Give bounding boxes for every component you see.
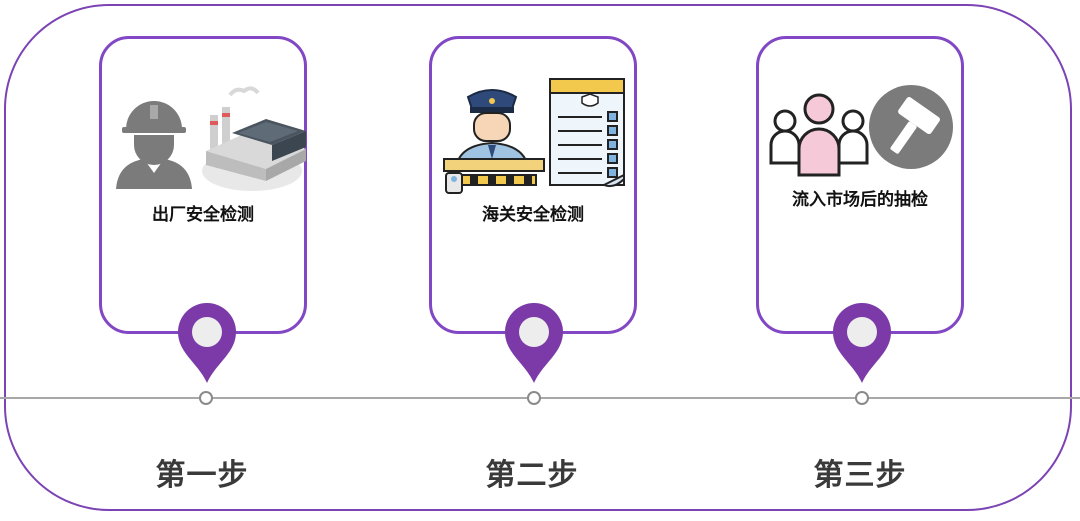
outer-frame bbox=[4, 4, 1072, 511]
card-step-3: 流入市场后的抽检 bbox=[756, 36, 964, 334]
card-label: 出厂安全检测 bbox=[152, 205, 254, 225]
location-pin-icon bbox=[178, 303, 236, 383]
step-label: 第三步 bbox=[813, 458, 907, 493]
location-pin-icon bbox=[505, 303, 563, 383]
step-label: 第二步 bbox=[485, 458, 579, 493]
card-3-icons bbox=[759, 67, 961, 197]
factory-icon bbox=[202, 86, 306, 191]
worker-icon bbox=[116, 101, 192, 189]
card-label: 海关安全检测 bbox=[482, 205, 584, 225]
people-icon bbox=[769, 93, 869, 177]
location-pin-icon bbox=[833, 303, 891, 383]
checklist-icon bbox=[549, 78, 625, 188]
gavel-icon bbox=[869, 85, 953, 169]
card-step-2: 海关安全检测 bbox=[429, 36, 637, 334]
timeline-dot bbox=[527, 391, 541, 405]
card-1-icons bbox=[102, 67, 306, 197]
step-label: 第一步 bbox=[155, 458, 249, 493]
card-2-icons bbox=[432, 67, 634, 197]
customs-officer-icon bbox=[443, 89, 545, 194]
card-step-1: 出厂安全检测 bbox=[99, 36, 307, 334]
timeline-dot bbox=[199, 391, 213, 405]
timeline-dot bbox=[855, 391, 869, 405]
card-label: 流入市场后的抽检 bbox=[792, 190, 928, 210]
